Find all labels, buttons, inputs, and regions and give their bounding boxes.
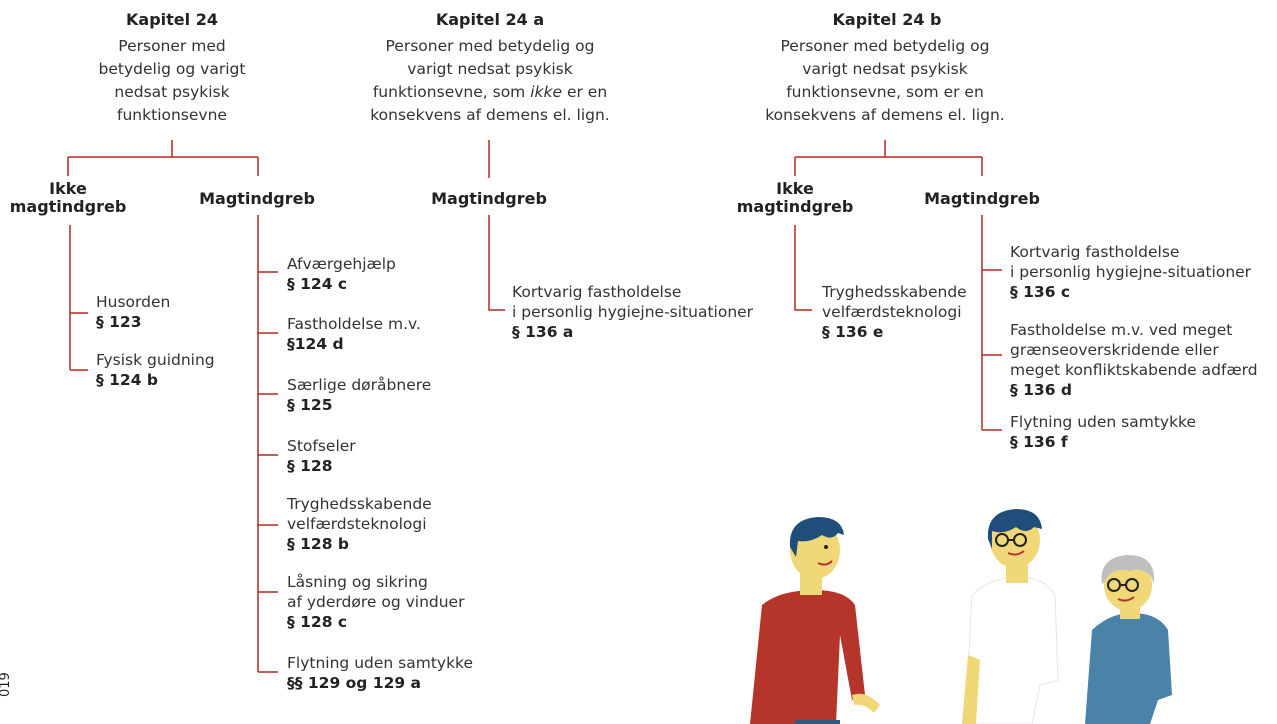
list-item: Afværgehjælp § 124 c <box>287 255 396 293</box>
person-white-shirt-illustration <box>962 509 1059 724</box>
branch-label-ikke-magtindgreb: Ikke magtindgreb <box>736 179 854 216</box>
branch-label-magtindgreb: Magtindgreb <box>924 189 1040 208</box>
list-item: Låsning og sikring af yderdøre og vindue… <box>287 573 465 631</box>
people-illustration <box>750 509 1172 724</box>
chapter-24b-description: Personer med betydelig og varigt nedsat … <box>765 37 1005 124</box>
emphasis-ikke: ikke <box>530 83 563 101</box>
chapter-24-title: Kapitel 24 <box>126 10 218 29</box>
person-blue-shirt-illustration <box>1085 555 1172 724</box>
list-item: Fastholdelse m.v. §124 d <box>287 315 421 353</box>
list-item: Stofseler § 128 <box>287 437 356 475</box>
list-item: Kortvarig fastholdelse i personlig hygie… <box>1010 243 1252 301</box>
chapter-24b-title: Kapitel 24 b <box>832 10 942 29</box>
person-red-shirt-illustration <box>750 517 880 724</box>
list-item: Husorden § 123 <box>96 293 171 331</box>
list-item: Tryghedsskabende velfærdsteknologi § 128… <box>287 495 432 553</box>
branch-label-ikke-magtindgreb: Ikke magtindgreb <box>9 179 127 216</box>
chapter-24-description: Personer med betydelig og varigt nedsat … <box>98 37 246 124</box>
branch-label-magtindgreb: Magtindgreb <box>431 189 547 208</box>
chapter-24a-description: Personer med betydelig og varigt nedsat … <box>370 37 610 124</box>
list-item: Særlige døråbnere § 125 <box>287 376 432 414</box>
list-item: Fastholdelse m.v. ved meget grænseoversk… <box>1010 321 1258 399</box>
list-item: Tryghedsskabende velfærdsteknologi § 136… <box>822 283 967 341</box>
list-item: Fysisk guidning § 124 b <box>96 351 215 389</box>
chapter-24a-title: Kapitel 24 a <box>435 10 545 29</box>
list-item: Flytning uden samtykke §§ 129 og 129 a <box>287 654 473 692</box>
list-item: Flytning uden samtykke § 136 f <box>1010 413 1196 451</box>
list-item: Kortvarig fastholdelse i personlig hygie… <box>512 283 754 341</box>
margin-text: 019 <box>0 672 13 697</box>
branch-label-magtindgreb: Magtindgreb <box>199 189 315 208</box>
